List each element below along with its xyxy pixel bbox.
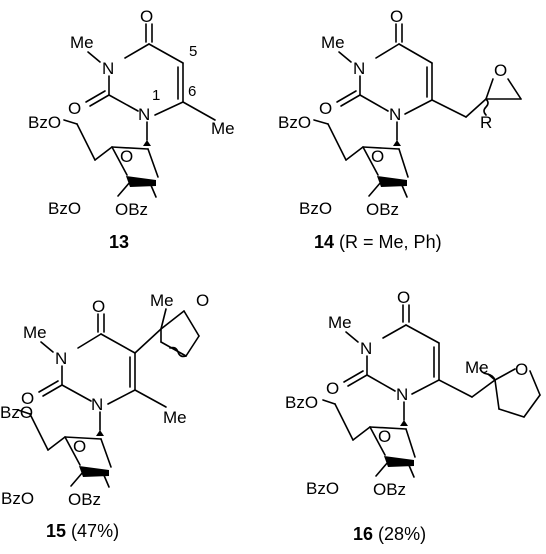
atom-n3: N <box>55 349 67 368</box>
compound-note-14: (R = Me, Ph) <box>339 232 442 252</box>
compound-number-14: 14 <box>314 232 334 252</box>
atom-ring-oxygen: O <box>120 147 133 166</box>
atom-o3-benzoyl: BzO <box>306 479 339 498</box>
atom-o2: O <box>326 379 339 398</box>
position-6: 6 <box>188 83 196 100</box>
atom-o4: O <box>397 288 410 307</box>
position-1: 1 <box>152 87 160 104</box>
atom-n1: N <box>91 395 103 414</box>
atom-o3-benzoyl: BzO <box>48 199 81 218</box>
atom-o2-benzoyl: OBz <box>115 200 148 219</box>
position-5: 5 <box>189 43 197 60</box>
compound-note-15: (47%) <box>71 521 119 541</box>
atom-o3-benzoyl: BzO <box>299 199 332 218</box>
atom-n1: N <box>138 105 150 124</box>
atom-o4: O <box>140 7 153 26</box>
atom-ring-oxygen: O <box>378 427 391 446</box>
atom-epoxide-oxygen: O <box>494 61 507 80</box>
atom-o3-benzoyl: BzO <box>1 489 34 508</box>
atom-o2-benzoyl: OBz <box>373 480 406 499</box>
compound-number-13: 13 <box>109 232 129 252</box>
atom-n3-methyl: Me <box>70 33 94 52</box>
atom-o4: O <box>92 297 105 316</box>
atom-n3: N <box>360 339 372 358</box>
compound-number-16: 16 <box>353 524 373 544</box>
compound-caption-14: 14 (R = Me, Ph) <box>314 232 442 252</box>
atom-n3-methyl: Me <box>328 313 352 332</box>
atom-o2: O <box>319 99 332 118</box>
structure-14: O N Me O N O R O BzO BzO OBz 14 (R = Me,… <box>278 7 522 252</box>
atom-ring-oxygen: O <box>371 147 384 166</box>
atom-c6-methyl: Me <box>163 408 187 427</box>
compound-caption-15: 15 (47%) <box>46 521 119 541</box>
atom-ring-oxygen: O <box>73 437 86 456</box>
atom-thf-oxygen: O <box>515 360 528 379</box>
atom-thf-methyl: Me <box>150 291 174 310</box>
atom-n3: N <box>353 59 365 78</box>
structure-13: O N Me O N 1 5 6 Me O BzO BzO OBz 13 <box>28 7 235 252</box>
atom-o5-benzoyl: BzO <box>285 393 318 412</box>
atom-n1: N <box>389 105 401 124</box>
structure-15: O N Me O N Me Me O O BzO BzO OBz 15 (47%… <box>0 291 209 541</box>
compound-caption-16: 16 (28%) <box>353 524 426 544</box>
atom-c6-methyl: Me <box>211 119 235 138</box>
atom-n3-methyl: Me <box>23 323 47 342</box>
atom-n3-methyl: Me <box>321 33 345 52</box>
atom-o2: O <box>21 389 34 408</box>
atom-thf-methyl: Me <box>465 358 489 377</box>
atom-o2: O <box>68 99 81 118</box>
structure-16: O N Me O N Me O O BzO BzO OBz 16 (28%) <box>285 288 541 544</box>
atom-thf-oxygen: O <box>196 291 209 310</box>
atom-o5-benzoyl: BzO <box>28 113 61 132</box>
atom-o2-benzoyl: OBz <box>68 490 101 509</box>
atom-o4: O <box>390 7 403 26</box>
atom-o2-benzoyl: OBz <box>366 200 399 219</box>
atom-o5-benzoyl: BzO <box>0 403 33 422</box>
compound-note-16: (28%) <box>378 524 426 544</box>
atom-r-group: R <box>480 113 492 132</box>
atom-o5-benzoyl: BzO <box>278 113 311 132</box>
atom-n3: N <box>102 59 114 78</box>
atom-n1: N <box>396 385 408 404</box>
compound-number-15: 15 <box>46 521 66 541</box>
